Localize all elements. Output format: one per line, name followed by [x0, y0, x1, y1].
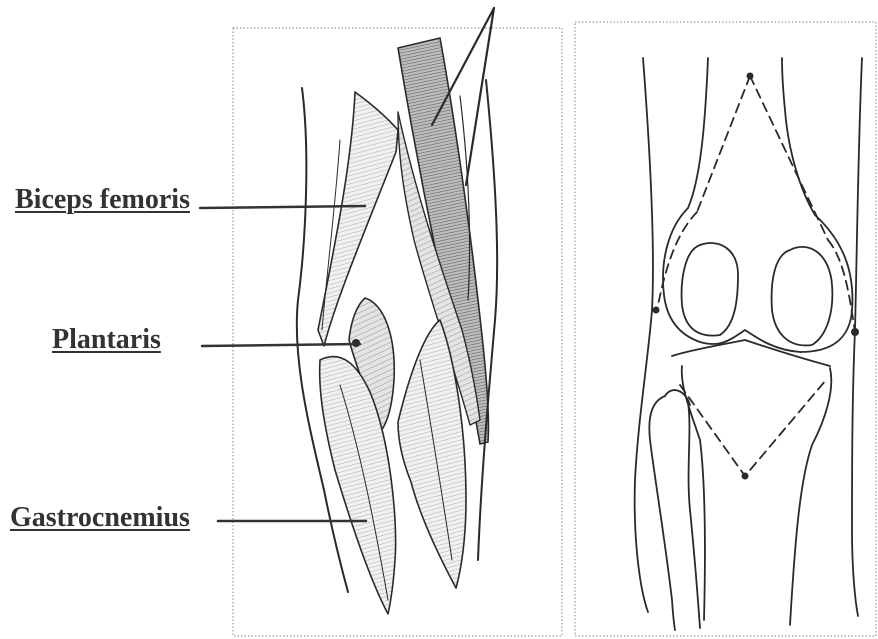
dashed-lateral-left — [657, 212, 697, 310]
landmark-dot-bottom — [742, 473, 749, 480]
knee-bones-drawing — [635, 58, 862, 630]
skin-right-contour — [852, 58, 862, 616]
landmark-dot-right — [851, 328, 859, 336]
landmark-dot-top — [747, 73, 754, 80]
dashed-upper-left — [697, 76, 750, 212]
fibula-head — [665, 390, 690, 405]
label-plantaris: Plantaris — [52, 326, 161, 354]
dashed-upper-right — [750, 76, 828, 240]
tibia-right-edge — [790, 368, 831, 625]
biceps-femoris-leader — [200, 206, 365, 208]
fibula-left-edge — [649, 396, 675, 630]
skin-left-contour — [635, 58, 653, 612]
plantaris-leader — [202, 344, 360, 346]
posterior-muscles-drawing — [297, 38, 497, 614]
landmark-dot-left — [653, 307, 660, 314]
label-gastrocnemius: Gastrocnemius — [10, 504, 190, 532]
tibial-plateau — [672, 340, 830, 366]
femoral-condyle-left — [682, 243, 738, 336]
femoral-condyle-right — [772, 247, 833, 346]
label-biceps-femoris: Biceps femoris — [15, 186, 190, 214]
femur-outline — [663, 58, 852, 352]
